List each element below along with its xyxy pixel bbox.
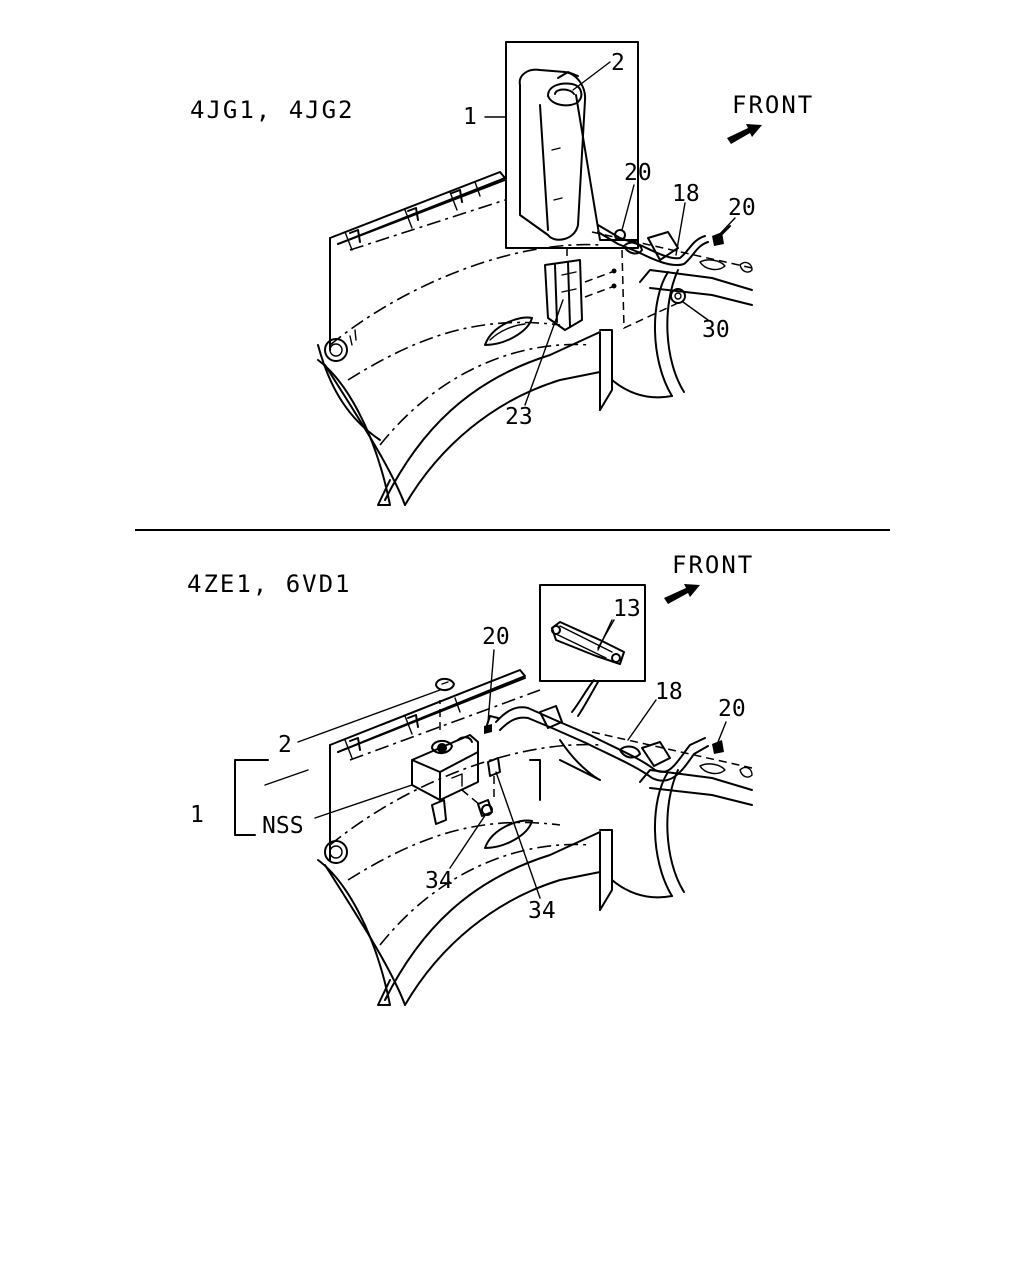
leader-top-2 — [572, 61, 611, 91]
bottom-front-label: FRONT — [672, 551, 754, 579]
leader-top-23 — [524, 299, 564, 406]
callout-top-30: 30 — [702, 317, 730, 343]
callout-top-2: 2 — [611, 50, 625, 76]
callout-bottom-2: 2 — [278, 732, 292, 758]
bottom-inset-13 — [539, 584, 646, 717]
bottom-fender-structure — [317, 669, 753, 1006]
leader-bottom-13 — [597, 619, 613, 651]
bottom-reservoir — [411, 677, 501, 825]
callout-top-20a: 20 — [624, 160, 652, 186]
callout-top-23: 23 — [505, 404, 533, 430]
top-front-label: FRONT — [732, 91, 814, 119]
leader-bottom-2 — [297, 689, 441, 743]
callout-bottom-nss: NSS — [262, 813, 304, 839]
top-front-arrow-icon — [727, 124, 762, 144]
bottom-hose-assembly — [484, 705, 724, 782]
leader-bottom-20b — [717, 721, 727, 743]
callout-bottom-20a: 20 — [482, 624, 510, 650]
top-reservoir-bracket — [544, 248, 617, 331]
top-fender-structure — [317, 171, 753, 506]
bottom-engine-label: 4ZE1, 6VD1 — [187, 570, 352, 598]
bottom-panel: 4ZE1, 6VD1 FRONT — [187, 551, 754, 1006]
callout-top-1: 1 — [463, 104, 477, 130]
callout-bottom-34b: 34 — [528, 898, 556, 924]
callout-bottom-1: 1 — [190, 802, 204, 828]
leader-top-20a — [621, 184, 635, 231]
top-engine-label: 4JG1, 4JG2 — [190, 96, 355, 124]
leader-bottom-20a — [487, 649, 495, 723]
leader-top-18 — [675, 202, 686, 256]
top-tank-inset — [505, 41, 639, 249]
top-panel: 4JG1, 4JG2 FRONT — [190, 41, 814, 506]
leader-bottom-34b — [495, 771, 541, 899]
leader-bottom-nss — [314, 784, 413, 819]
leader-top-30 — [682, 301, 709, 321]
bottom-front-arrow-icon — [664, 584, 700, 604]
bottom-bracket-tick — [264, 769, 309, 786]
leader-bottom-18 — [627, 699, 657, 741]
callout-bottom-34a: 34 — [425, 868, 453, 894]
bottom-bracket-1 — [234, 759, 269, 836]
leader-bottom-34a — [449, 813, 487, 869]
callout-top-18: 18 — [672, 181, 700, 207]
callout-top-20b: 20 — [728, 195, 756, 221]
top-hose-assembly — [597, 224, 731, 330]
callout-bottom-20b: 20 — [718, 696, 746, 722]
leader-top-20b — [717, 217, 736, 237]
callout-bottom-18: 18 — [655, 679, 683, 705]
callout-bottom-13: 13 — [613, 596, 641, 622]
